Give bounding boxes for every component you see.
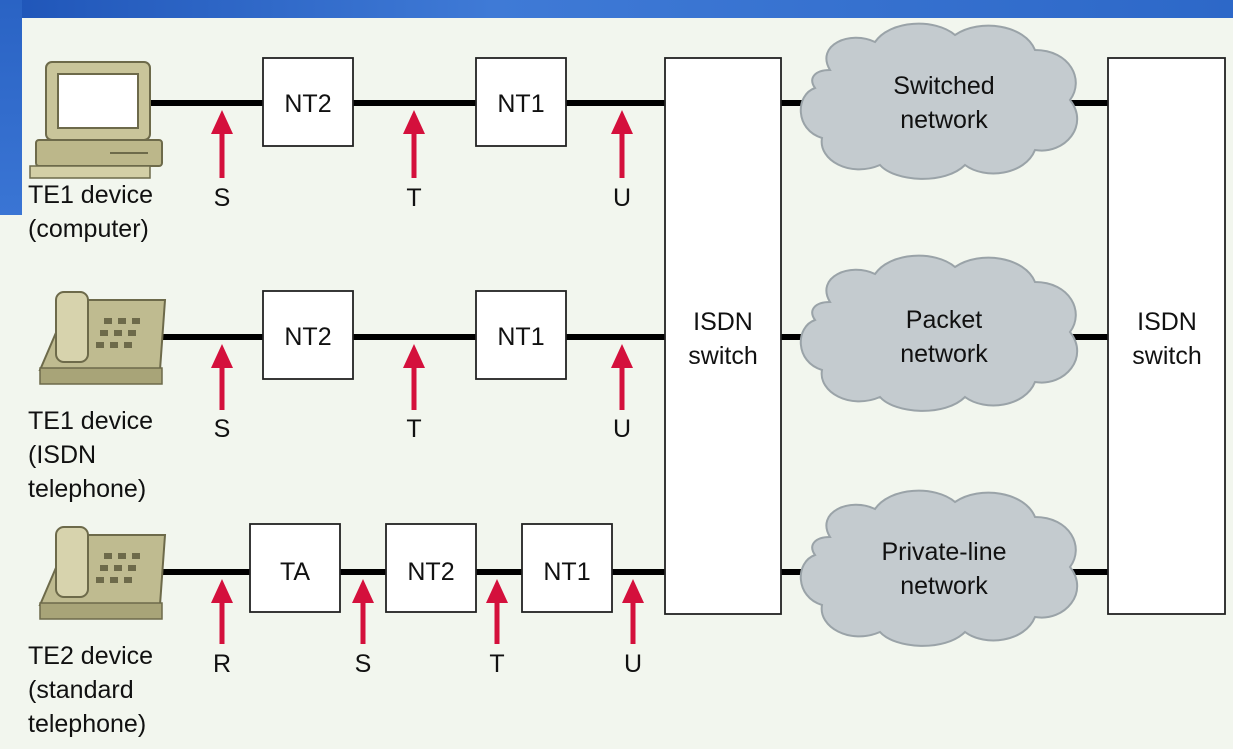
svg-text:TA: TA (280, 558, 310, 586)
isdn-switch-left: ISDN switch (664, 57, 782, 615)
device3-label-line3: telephone) (28, 710, 146, 738)
device1-label-line2: (computer) (28, 215, 149, 243)
row2-arrow-t: T (403, 344, 425, 443)
device3-label-line1: TE2 device (28, 642, 153, 670)
row2-nt1-box: NT1 (475, 290, 567, 380)
row1-arrow-t: T (403, 110, 425, 212)
device3-label-line2: (standard (28, 676, 134, 704)
packet-network-cloud: Packet network (799, 254, 1079, 412)
svg-text:NT2: NT2 (284, 323, 331, 351)
row3-arrow-s: S (352, 579, 374, 678)
svg-text:Switched: Switched (893, 72, 994, 100)
svg-text:S: S (355, 650, 372, 678)
device2-label-line3: telephone) (28, 475, 146, 503)
isdn-telephone-icon (38, 291, 167, 385)
row2-nt2-box: NT2 (262, 290, 354, 380)
svg-text:R: R (213, 650, 231, 678)
svg-text:U: U (613, 184, 631, 212)
device2-label-line2: (ISDN (28, 441, 96, 469)
row3-arrow-t: T (486, 579, 508, 678)
row3-nt2-box: NT2 (385, 523, 477, 613)
row1-arrow-s: S (211, 110, 233, 212)
isdn-switch-right: ISDN switch (1107, 57, 1226, 615)
svg-text:U: U (613, 415, 631, 443)
row3-ta-box: TA (249, 523, 341, 613)
svg-text:Private-line: Private-line (881, 538, 1006, 566)
svg-text:NT1: NT1 (543, 558, 590, 586)
frame-left-band (0, 0, 22, 215)
row2-arrow-s: S (211, 344, 233, 443)
svg-text:U: U (624, 650, 642, 678)
row2-arrow-u: U (611, 344, 633, 443)
svg-text:NT1: NT1 (497, 90, 544, 118)
svg-text:network: network (900, 340, 988, 368)
frame-top-band (0, 0, 1233, 18)
svg-text:NT2: NT2 (407, 558, 454, 586)
svg-text:switch: switch (1132, 342, 1201, 370)
row1-nt1-box: NT1 (475, 57, 567, 147)
row1-nt2-box: NT2 (262, 57, 354, 147)
row3-arrow-r: R (211, 579, 233, 678)
svg-text:network: network (900, 572, 988, 600)
svg-text:T: T (406, 184, 421, 212)
svg-text:ISDN: ISDN (1137, 308, 1197, 336)
svg-text:Packet: Packet (906, 306, 982, 334)
diagram-panel-left-strip (0, 215, 22, 749)
private-line-network-cloud: Private-line network (799, 489, 1079, 647)
svg-text:NT1: NT1 (497, 323, 544, 351)
svg-text:NT2: NT2 (284, 90, 331, 118)
row1-arrow-u: U (611, 110, 633, 212)
svg-text:switch: switch (688, 342, 757, 370)
device2-label-line1: TE1 device (28, 407, 153, 435)
svg-text:S: S (214, 415, 231, 443)
svg-text:S: S (214, 184, 231, 212)
computer-icon (29, 61, 163, 179)
row3-nt1-box: NT1 (521, 523, 613, 613)
switched-network-cloud: Switched network (799, 22, 1079, 180)
standard-telephone-icon (38, 526, 167, 620)
svg-text:T: T (406, 415, 421, 443)
svg-text:T: T (489, 650, 504, 678)
device1-label-line1: TE1 device (28, 181, 153, 209)
svg-text:ISDN: ISDN (693, 308, 753, 336)
row3-arrow-u: U (622, 579, 644, 678)
svg-text:network: network (900, 106, 988, 134)
